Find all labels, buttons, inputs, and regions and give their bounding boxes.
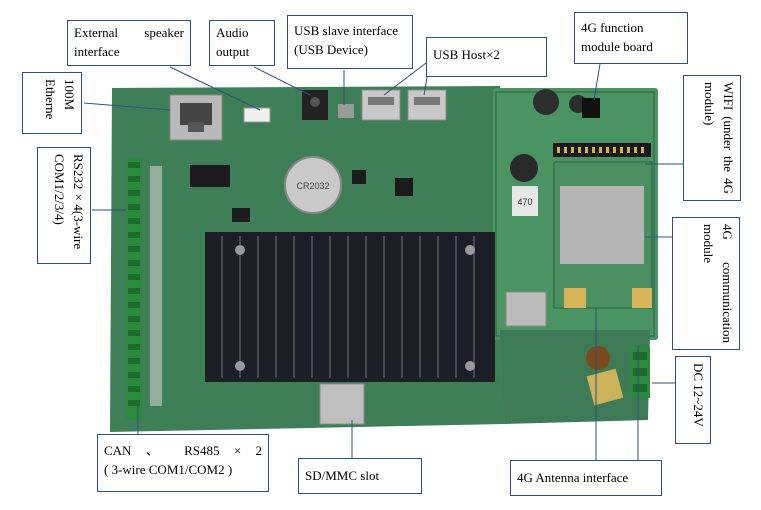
- leader-module-board: [593, 63, 601, 101]
- leader-usb-host: [383, 59, 431, 96]
- label-rs232-line-2: COM1/2/3/4): [52, 154, 68, 225]
- label-usb-slave-line-2: (USB Device): [294, 41, 369, 57]
- label-usb-slave-line-1: USB slave interface: [294, 23, 398, 38]
- capacitor-1: [533, 89, 559, 115]
- label-wifi-line-1: WIFI (under the 4G: [721, 82, 736, 194]
- label-wifi: WIFI (under the 4G module): [683, 75, 741, 201]
- label-module-board: 4G function module board: [574, 12, 688, 64]
- label-ethernet: 100M Etherne: [22, 72, 82, 134]
- label-can-line-1: CAN 、 RS485 × 2: [104, 443, 262, 458]
- sd-slot: [319, 383, 365, 425]
- usb-device-port: [338, 104, 354, 118]
- label-usb-slave: USB slave interface (USB Device): [287, 15, 413, 69]
- label-comm-module-line-1: 4G communication: [720, 224, 735, 343]
- label-comm-module-line-2: module: [701, 224, 717, 263]
- label-audio-line-1: Audio: [216, 25, 249, 40]
- label-module-board-line-2: module board: [581, 38, 653, 54]
- label-rs232: RS232×4(3-wire COM1/2/3/4): [37, 147, 91, 264]
- label-speaker-word-3: interface: [74, 43, 120, 59]
- heatsink: [205, 232, 495, 382]
- label-module-board-line-1: 4G function: [581, 20, 644, 35]
- label-speaker-word-2: speaker: [144, 25, 184, 40]
- cap-label: 470: [517, 197, 532, 207]
- label-speaker: External speaker interface: [67, 20, 191, 66]
- label-can: CAN 、 RS485 × 2 ( 3-wire COM1/COM2 ): [97, 434, 269, 492]
- label-ethernet-line-2: Etherne: [43, 79, 59, 120]
- label-antenna-text: 4G Antenna interface: [517, 470, 629, 485]
- label-audio-line-2: output: [216, 43, 250, 59]
- label-usb-host: USB Host×2: [426, 37, 547, 77]
- label-sd: SD/MMC slot: [298, 458, 422, 494]
- coin-battery: [284, 156, 342, 214]
- leader-ethernet: [83, 102, 171, 111]
- power-section: [500, 330, 650, 424]
- label-audio: Audio output: [209, 20, 275, 66]
- battery-label: CR2032: [296, 181, 329, 191]
- label-dc: DC 12~24V: [675, 356, 711, 444]
- sim-slot: [505, 291, 547, 327]
- label-can-line-2: ( 3-wire COM1/COM2 ): [104, 461, 233, 477]
- label-sd-text: SD/MMC slot: [305, 468, 380, 483]
- label-ethernet-line-1: 100M: [62, 79, 77, 111]
- speaker-connector: [243, 107, 271, 123]
- label-wifi-line-2: module): [702, 82, 718, 126]
- leader-speaker: [169, 66, 261, 111]
- inductor: [586, 346, 610, 370]
- label-comm-module: 4G communication module: [672, 217, 740, 350]
- label-dc-text: DC 12~24V: [691, 363, 706, 427]
- leader-audio: [253, 66, 311, 96]
- label-usb-host-text: USB Host×2: [433, 47, 500, 62]
- capacitor-2: [510, 154, 538, 182]
- label-rs232-line-1: RS232×4(3-wire: [71, 154, 86, 250]
- label-antenna: 4G Antenna interface: [510, 460, 662, 496]
- label-speaker-word-1: External: [74, 25, 119, 40]
